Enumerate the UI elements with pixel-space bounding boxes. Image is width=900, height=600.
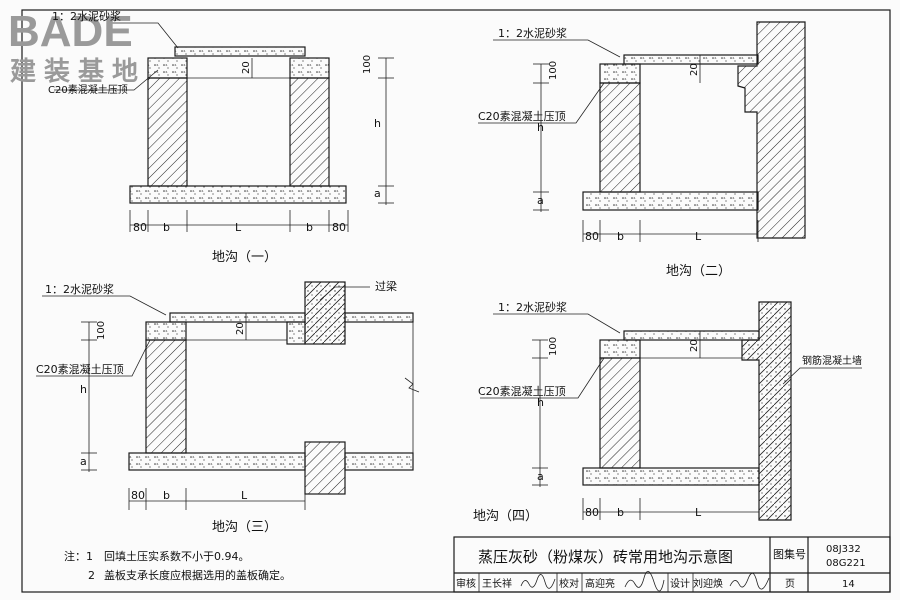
t3-left-wall bbox=[145, 339, 187, 454]
t3-lintel-bearing bbox=[286, 321, 306, 345]
review-label: 审核 bbox=[456, 577, 476, 590]
designer-name: 刘迎焕 bbox=[693, 577, 723, 590]
t4-dim-b: b bbox=[617, 506, 624, 519]
checker-name: 高迎亮 bbox=[585, 577, 615, 590]
t2-dim-h: h bbox=[537, 121, 544, 134]
note-1: 回填土压实系数不小于0.94。 bbox=[104, 549, 250, 563]
designer-signature bbox=[729, 572, 770, 590]
t1-dim-b-right: b bbox=[306, 221, 313, 234]
title-block bbox=[453, 536, 891, 593]
t1-dim-a: a bbox=[374, 187, 381, 200]
t4-dim100: 100 bbox=[548, 337, 559, 356]
t3-cover-slab-right bbox=[344, 312, 414, 323]
t2-dim-L: L bbox=[695, 230, 702, 243]
t4-rc-wall bbox=[741, 301, 792, 521]
t1-base-slab bbox=[129, 185, 347, 204]
trench-3 bbox=[36, 281, 420, 510]
note-lead: 注：1 bbox=[64, 549, 93, 563]
t1-left-coping bbox=[147, 57, 188, 79]
trench-4 bbox=[480, 301, 862, 521]
t3-dim-b: b bbox=[163, 489, 170, 502]
t3-c20-label: C20素混凝土压顶 bbox=[36, 362, 124, 376]
t4-mortar-label: 1：2水泥砂浆 bbox=[498, 300, 567, 314]
t1-right-wall bbox=[289, 77, 330, 187]
atlas-number-label: 图集号 bbox=[773, 547, 806, 561]
t3-lintel-label: 过梁 bbox=[375, 279, 397, 293]
t1-dim20: 20 bbox=[241, 61, 252, 74]
t1-dim-L: L bbox=[235, 221, 242, 234]
t1-dim-b-left: b bbox=[163, 221, 170, 234]
checker-signature bbox=[624, 571, 665, 592]
t3-dim-L: L bbox=[241, 489, 248, 502]
atlas-number-2: 08G221 bbox=[826, 558, 866, 569]
logo-subtitle: 建装基地 bbox=[10, 57, 146, 87]
t1-mortar-label: 1：2水泥砂浆 bbox=[52, 9, 121, 23]
t3-cover-slab-left bbox=[169, 312, 306, 323]
t3-wall-stub bbox=[304, 441, 346, 495]
caption-trench-3: 地沟（三） bbox=[212, 520, 277, 535]
t4-rc-wall-label: 钢筋混凝土墙 bbox=[802, 354, 862, 367]
caption-trench-2: 地沟（二） bbox=[666, 264, 731, 279]
t2-base-slab bbox=[582, 191, 759, 211]
t3-dim-a: a bbox=[80, 455, 87, 468]
t3-dim100: 100 bbox=[96, 321, 107, 340]
t1-c20-label: C20素混凝土压顶 bbox=[48, 83, 128, 96]
t1-left-wall bbox=[147, 77, 188, 187]
design-label: 设计 bbox=[670, 577, 690, 590]
t4-dim20: 20 bbox=[689, 339, 700, 352]
t4-dim-L: L bbox=[695, 506, 702, 519]
t2-cover-slab bbox=[623, 54, 759, 65]
t2-c20-label: C20素混凝土压顶 bbox=[478, 109, 566, 123]
t4-coping bbox=[599, 339, 641, 359]
check-label: 校对 bbox=[559, 577, 579, 590]
t3-base-slab-left bbox=[128, 452, 306, 471]
t2-dim-b: b bbox=[617, 230, 624, 243]
t1-dim100: 100 bbox=[362, 55, 373, 74]
t2-left-wall bbox=[599, 82, 641, 193]
reviewer-name: 王长祥 bbox=[482, 577, 512, 590]
t3-dim80: 80 bbox=[131, 489, 145, 502]
t2-building-wall bbox=[737, 21, 806, 239]
t1-dim80-left: 80 bbox=[133, 221, 147, 234]
caption-trench-1: 地沟（一） bbox=[212, 250, 277, 265]
reviewer-signature bbox=[520, 574, 556, 589]
t4-base-slab bbox=[582, 467, 760, 486]
t3-coping bbox=[145, 321, 187, 341]
t4-c20-label: C20素混凝土压顶 bbox=[478, 384, 566, 398]
logo-brand: BADE bbox=[8, 7, 133, 56]
t2-coping bbox=[599, 63, 641, 84]
t3-dim20: 20 bbox=[235, 322, 246, 335]
t4-left-wall bbox=[599, 357, 641, 469]
t3-mortar-label: 1：2水泥砂浆 bbox=[45, 282, 114, 296]
caption-trench-4: 地沟（四） bbox=[473, 509, 538, 524]
trench-1 bbox=[54, 22, 394, 232]
t1-dim-h: h bbox=[374, 117, 381, 130]
t1-cover-slab bbox=[174, 46, 306, 57]
sheet-title: 蒸压灰砂（粉煤灰）砖常用地沟示意图 bbox=[478, 548, 733, 566]
trench-2 bbox=[478, 21, 806, 242]
t2-dim80: 80 bbox=[585, 230, 599, 243]
t4-dim-h: h bbox=[537, 396, 544, 409]
t3-base-slab-right bbox=[344, 452, 414, 471]
t3-dim-h: h bbox=[80, 383, 87, 396]
t3-lintel-beam bbox=[304, 281, 346, 345]
t4-dim-a: a bbox=[537, 470, 544, 483]
t2-dim20: 20 bbox=[689, 63, 700, 76]
note-2-number: 2 bbox=[88, 569, 95, 582]
t4-cover-slab bbox=[623, 330, 760, 341]
t2-dim100: 100 bbox=[548, 61, 559, 80]
note-2: 盖板支承长度应根据选用的盖板确定。 bbox=[104, 568, 291, 582]
page-number: 14 bbox=[842, 579, 855, 590]
t1-right-coping bbox=[289, 57, 330, 79]
page-label: 页 bbox=[785, 578, 795, 590]
t2-mortar-label: 1：2水泥砂浆 bbox=[498, 26, 567, 40]
t4-dim80: 80 bbox=[585, 506, 599, 519]
t1-dim80-right: 80 bbox=[332, 221, 346, 234]
t2-dim-a: a bbox=[537, 194, 544, 207]
atlas-number-1: 08J332 bbox=[826, 544, 861, 555]
